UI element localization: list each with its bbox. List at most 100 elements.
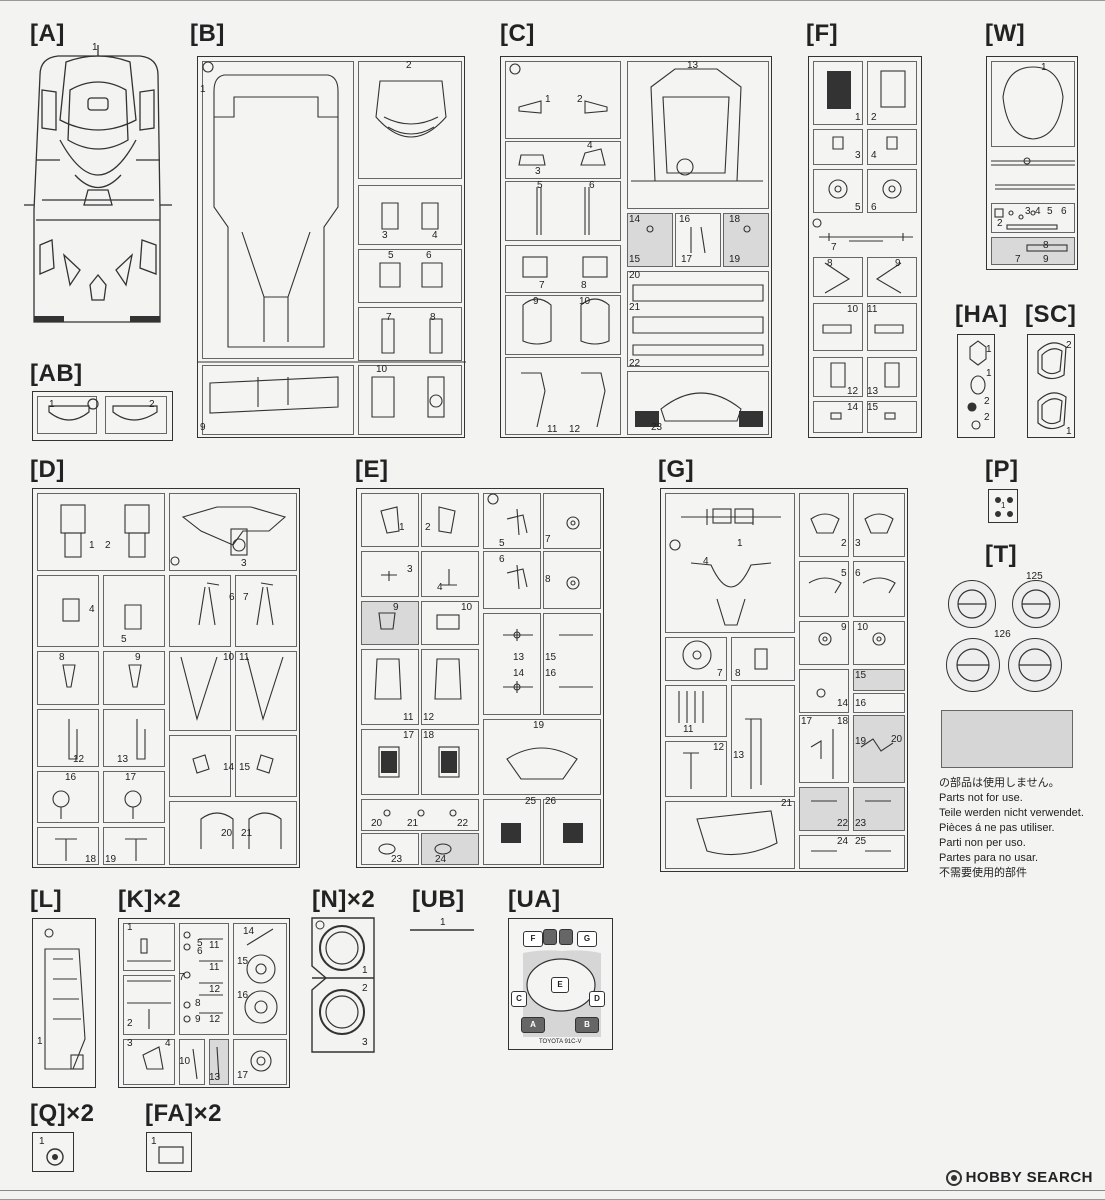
sprue-label-d: [D] (30, 456, 65, 483)
part-number: 14 (243, 926, 255, 937)
part-cell (813, 357, 863, 397)
part-number: 1 (986, 344, 992, 355)
part-cell (361, 833, 419, 865)
part-number: 1 (1001, 501, 1006, 510)
part-cell (179, 1039, 205, 1085)
part-cell (105, 396, 167, 434)
part-number: 11 (209, 940, 220, 951)
part-number: 11 (239, 652, 250, 663)
part-number: 8 (735, 668, 741, 679)
part-number: 8 (59, 652, 65, 663)
part-cell (358, 185, 462, 245)
part-number: 14 (837, 698, 849, 709)
part-number: 7 (545, 534, 551, 545)
part-number: 4 (703, 556, 709, 567)
part-number: 2 (984, 396, 990, 407)
part-cell (483, 551, 541, 609)
part-drawing (52, 504, 287, 861)
part-number: 1 (1041, 62, 1047, 73)
part-number: 3 (535, 166, 541, 177)
part-number: 7 (243, 592, 249, 603)
part-number: 5 (841, 568, 847, 579)
part-number: 6 (589, 180, 595, 191)
part-number: 4 (1035, 206, 1041, 217)
decal-e: E (551, 977, 569, 993)
part-cell (421, 729, 479, 795)
part-cell (37, 493, 165, 571)
part-cell (813, 61, 863, 125)
sprue-e: 1 2 3 4 5 6 7 8 9 10 11 12 13 14 15 16 1… (356, 488, 604, 868)
part-number: 1 (737, 538, 743, 549)
part-drawing (509, 63, 764, 428)
sprue-fa: 1 (146, 1132, 192, 1172)
part-cell (543, 551, 601, 609)
part-number: 8 (581, 280, 587, 291)
part-number: 19 (729, 254, 741, 265)
part-cell (813, 401, 863, 433)
part-number: 17 (237, 1070, 249, 1081)
part-number: 2 (577, 94, 583, 105)
part-number: 4 (587, 140, 593, 151)
part-cell (169, 651, 231, 731)
part-number: 126 (994, 629, 1011, 640)
notice-jp: の部品は使用しません。 (939, 777, 1060, 789)
unused-part-cell (853, 787, 905, 831)
part-drawing (1037, 342, 1067, 430)
part-cell (358, 61, 462, 179)
part-cell (665, 741, 727, 797)
part-number: 3 (407, 564, 413, 575)
part-cell (799, 493, 849, 557)
part-cell (867, 303, 917, 351)
sprue-label-sc: [SC] (1025, 301, 1077, 328)
part-drawing (44, 928, 86, 1070)
notice-de: Teile werden nicht verwendet. (939, 807, 1084, 819)
part-drawing (812, 70, 913, 420)
part-number: 6 (229, 592, 235, 603)
part-cell (235, 735, 297, 797)
part-number: 15 (545, 652, 557, 663)
part-cell (358, 365, 462, 435)
part-cell (867, 61, 917, 125)
part-number: 6 (426, 250, 432, 261)
part-cell (358, 307, 462, 361)
decal-b: B (575, 1017, 599, 1033)
part-number: 2 (1066, 340, 1072, 351)
unused-part-cell (361, 601, 419, 645)
part-number: 10 (579, 296, 591, 307)
part-number: 13 (867, 386, 879, 397)
part-number: 13 (209, 1072, 221, 1083)
part-drawing (46, 1148, 64, 1166)
part-number: 18 (423, 730, 435, 741)
part-number: 3 (855, 538, 861, 549)
part-number: 9 (135, 652, 141, 663)
part-number: 9 (1043, 254, 1049, 265)
sprue-label-t: [T] (985, 541, 1018, 568)
part-number: 10 (461, 602, 473, 613)
part-drawing (198, 61, 466, 418)
decal-small (543, 929, 557, 945)
part-cell (853, 561, 905, 617)
part-number: 10 (847, 304, 859, 315)
part-cell (37, 771, 99, 823)
part-number: 12 (209, 1014, 221, 1025)
part-number: 5 (197, 938, 203, 949)
part-number: 8 (430, 312, 436, 323)
part-cell (627, 61, 769, 209)
sprue-label-n: [N]×2 (312, 886, 376, 913)
part-cell (665, 493, 795, 633)
part-cell (421, 551, 479, 597)
part-number: 10 (223, 652, 235, 663)
part-cell (665, 637, 727, 681)
part-number: 15 (237, 956, 249, 967)
decal-f: F (523, 931, 543, 947)
part-drawing (967, 340, 987, 430)
sprue-k: 1 2 3 4 5 6 7 8 9 10 11 11 12 12 13 14 1… (118, 918, 290, 1088)
part-number: 7 (179, 972, 185, 983)
decal-g: G (577, 931, 597, 947)
notice-en: Parts not for use. (939, 792, 1023, 804)
part-number: 1 (39, 1136, 45, 1147)
part-number: 17 (403, 730, 415, 741)
part-number: 23 (651, 422, 663, 433)
part-number: 2 (997, 218, 1003, 229)
part-number: 1 (49, 399, 55, 410)
